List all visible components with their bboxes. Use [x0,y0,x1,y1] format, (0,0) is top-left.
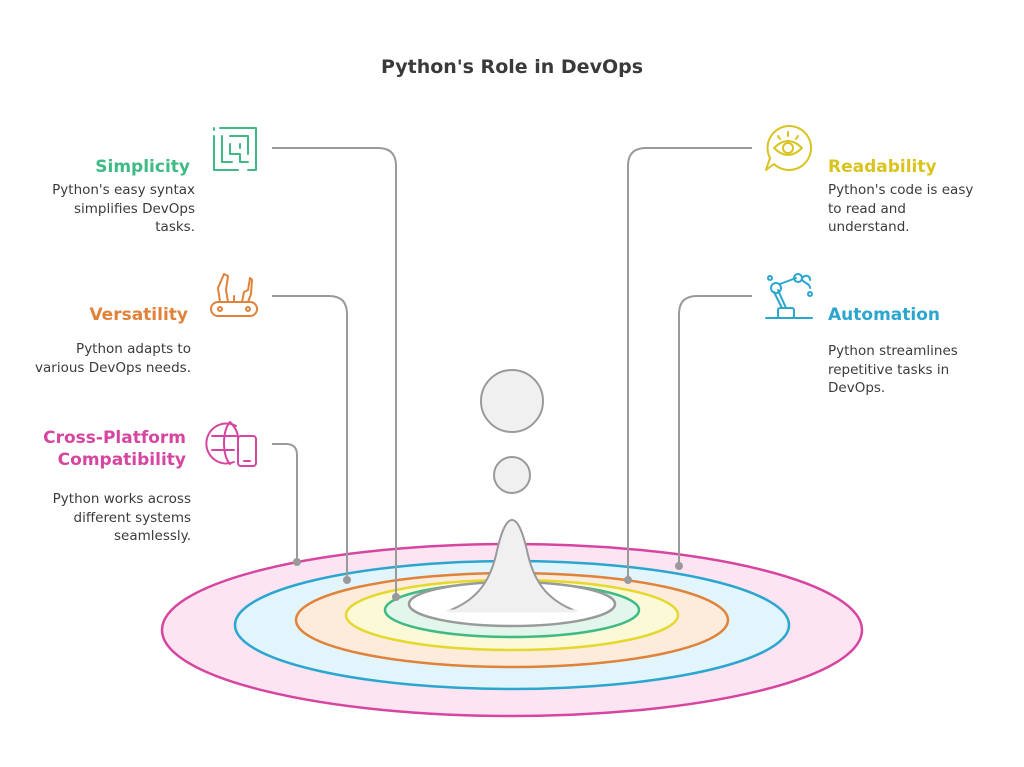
connector-readability [627,147,752,580]
desc-readability-line: to read and [828,200,906,217]
desc-readability: Python's code is easy to read and unders… [828,181,973,237]
desc-automation-line: Python streamlines [828,343,958,359]
connector-dot-automation [675,562,683,570]
heading-versatility: Versatility [89,305,188,325]
desc-readability-line: Python's code is easy [828,182,974,198]
desc-versatility: Python adapts to various DevOps needs. [35,340,191,377]
desc-simplicity: Python's easy syntax simplifies DevOps t… [52,181,195,237]
swiss-army-knife-icon [210,273,258,317]
connector-dot-readability [624,576,632,584]
desc-simplicity-line: Python's easy syntax [52,182,195,198]
maze-icon [213,127,257,171]
desc-cross-platform: Python works across different systems se… [53,490,191,546]
desc-simplicity-line: tasks. [155,219,195,235]
desc-automation-line: DevOps. [828,380,886,396]
globe-device-icon [205,421,257,467]
heading-readability: Readability [828,157,937,177]
connector-versatility [272,295,348,580]
desc-automation-line: repetitive tasks in [828,361,950,378]
drop-small [493,456,531,494]
desc-cross-platform-line: Python works across [52,491,191,507]
drop-large [480,369,544,433]
robot-arm-icon [765,273,813,319]
heading-automation: Automation [828,305,940,325]
desc-readability-line: understand. [828,219,910,235]
connector-cross-platform [272,443,298,562]
desc-automation: Python streamlines repetitive tasks in D… [828,342,958,398]
connector-dot-cross-platform [293,558,301,566]
connector-automation [678,295,752,566]
connector-dot-simplicity [392,593,400,601]
heading-cross-platform-line: Cross-Platform [43,428,186,448]
eye-speech-icon [765,124,813,171]
desc-cross-platform-line: different systems [73,509,191,526]
diagram-title: Python's Role in DevOps [380,56,644,78]
connector-dot-versatility [343,576,351,584]
heading-cross-platform-line: Compatibility [57,450,186,470]
desc-cross-platform-line: seamlessly. [114,528,191,544]
desc-simplicity-line: simplifies DevOps [73,200,195,217]
heading-cross-platform: Cross-Platform Compatibility [43,427,186,471]
heading-simplicity: Simplicity [95,157,190,177]
desc-versatility-line: various DevOps needs. [35,359,191,376]
desc-versatility-line: Python adapts to [76,341,191,357]
splash-peak [447,518,577,612]
connector-simplicity [272,147,397,597]
